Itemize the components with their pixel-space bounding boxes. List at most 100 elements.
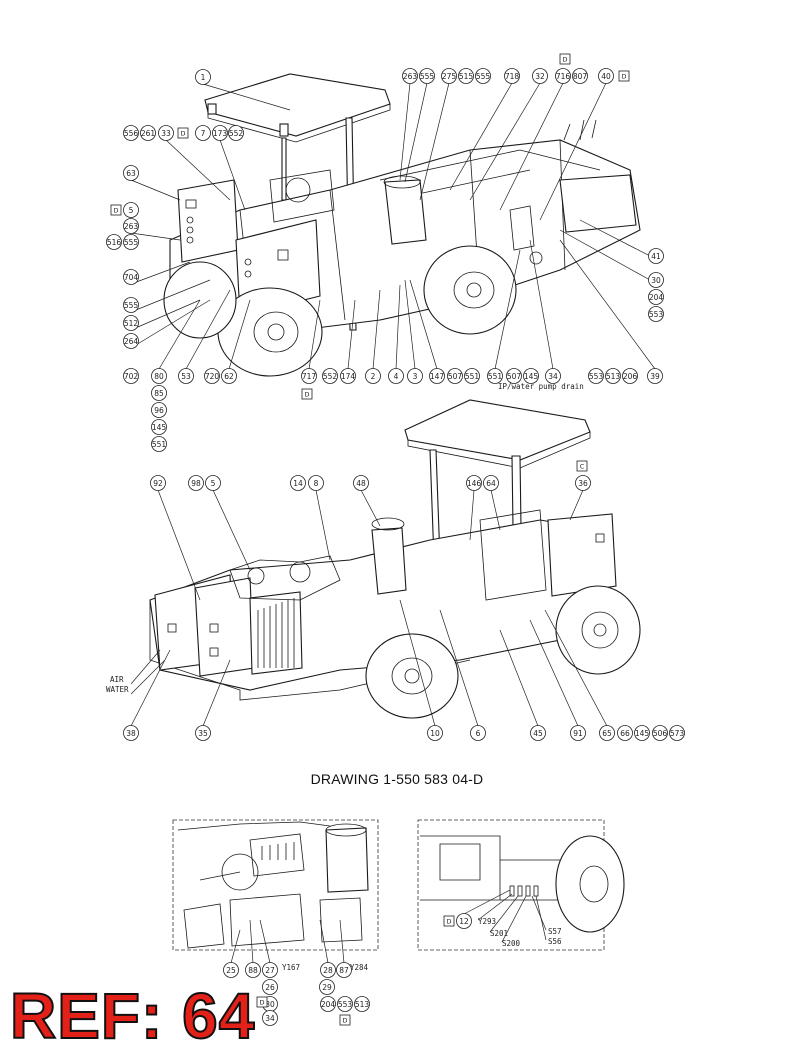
callout-number: 551 xyxy=(488,372,503,381)
callout-number: 512 xyxy=(124,319,139,328)
callout-number: 8 xyxy=(314,479,319,488)
callout-top-view-5: 555 xyxy=(475,68,491,84)
callout-number: 38 xyxy=(126,729,136,738)
drawing-caption: DRAWING 1-550 583 04-D xyxy=(310,771,484,787)
callout-number: 515 xyxy=(459,72,474,81)
leader-line xyxy=(130,279,211,313)
callout-number: 34 xyxy=(548,372,558,381)
callout-middle-view-8: 36 xyxy=(575,475,591,491)
callout-top-view-51: 553 xyxy=(648,306,664,322)
leader-line xyxy=(130,232,181,241)
leader-line xyxy=(319,919,329,964)
callout-number: 98 xyxy=(191,479,201,488)
leader-line xyxy=(469,82,541,201)
callout-number: 555 xyxy=(124,301,139,310)
callout-number: 36 xyxy=(578,479,588,488)
leader-line xyxy=(165,139,231,201)
callout-number: 807 xyxy=(573,72,588,81)
callout-detail-left-8: 513 xyxy=(354,996,370,1012)
callout-number: 206 xyxy=(623,372,638,381)
callout-detail-left-11: 34 xyxy=(262,1010,278,1026)
callout-top-view-34: 2 xyxy=(365,368,381,384)
callout-number: 39 xyxy=(650,372,660,381)
leader-line xyxy=(559,229,651,281)
callout-top-view-24: 512 xyxy=(123,315,139,331)
callout-top-view-23: 555 xyxy=(123,297,139,313)
callout-middle-view-7: 64 xyxy=(483,475,499,491)
leader-line xyxy=(404,279,416,370)
callout-top-view-18: 5 xyxy=(123,202,139,218)
callout-number: 2 xyxy=(371,372,376,381)
reference-label: REF: 64 xyxy=(9,980,256,1052)
callout-detail-left-5: 29 xyxy=(319,979,335,995)
callout-number: 513 xyxy=(355,1000,370,1009)
callout-number: 553 xyxy=(589,372,604,381)
leader-line xyxy=(347,299,356,370)
callout-top-view-53: 96 xyxy=(151,402,167,418)
callout-number: 516 xyxy=(107,238,122,247)
callout-number: 555 xyxy=(420,72,435,81)
callout-top-view-45: 513 xyxy=(605,368,621,384)
callout-top-view-35: 4 xyxy=(388,368,404,384)
leader-line xyxy=(339,919,345,964)
callout-top-view-0: 1 xyxy=(195,69,211,85)
leader-line xyxy=(202,659,231,727)
callout-top-view-27: 80 xyxy=(151,368,167,384)
callout-middle-view-14: 91 xyxy=(570,725,586,741)
leader-line xyxy=(202,83,291,111)
callout-middle-view-15: 65 xyxy=(599,725,615,741)
leader-line xyxy=(157,489,201,601)
callout-top-view-38: 507 xyxy=(447,368,463,384)
callout-number: 26 xyxy=(265,983,275,992)
callout-top-view-12: 261 xyxy=(140,125,156,141)
callout-number: 5 xyxy=(211,479,216,488)
callout-middle-view-17: 145 xyxy=(634,725,650,741)
water-label: WATER xyxy=(106,685,129,694)
leader-line xyxy=(185,289,231,370)
callout-number: 513 xyxy=(606,372,621,381)
leader-line xyxy=(158,299,201,370)
callout-top-view-49: 30 xyxy=(648,272,664,288)
callout-number: 30 xyxy=(651,276,661,285)
leader-line xyxy=(130,649,171,727)
callout-detail-left-6: 204 xyxy=(320,996,336,1012)
leader-line xyxy=(249,919,254,964)
callout-number: 551 xyxy=(152,440,167,449)
top-machine-illustration xyxy=(163,73,641,377)
callout-number: 6 xyxy=(476,729,481,738)
callout-number: 263 xyxy=(124,222,139,231)
callout-top-view-50: 204 xyxy=(648,289,664,305)
callout-number: 7 xyxy=(201,129,206,138)
boxed-marker-letter: D xyxy=(304,391,309,399)
callout-number: 92 xyxy=(153,479,163,488)
leader-line xyxy=(469,489,475,541)
callout-middle-view-5: 48 xyxy=(353,475,369,491)
callout-detail-left-3: 28 xyxy=(320,962,336,978)
callout-top-view-39: 551 xyxy=(464,368,480,384)
boxed-marker-letter: D xyxy=(562,56,567,64)
leader-line xyxy=(477,893,513,921)
leader-line xyxy=(409,279,438,370)
callout-top-view-31: 717 xyxy=(301,368,317,384)
callout-number: 146 xyxy=(467,479,482,488)
boxed-marker-letter: C xyxy=(580,463,585,471)
callout-number: 25 xyxy=(226,966,236,975)
callout-number: 88 xyxy=(248,966,258,975)
callout-top-view-16: 552 xyxy=(228,125,244,141)
callout-top-view-3: 275 xyxy=(441,68,457,84)
leader-line xyxy=(531,895,547,931)
callout-number: 53 xyxy=(181,372,191,381)
callout-top-view-52: 85 xyxy=(151,385,167,401)
callout-number: 3 xyxy=(413,372,418,381)
callout-top-view-9: 807 xyxy=(572,68,588,84)
callout-number: 553 xyxy=(649,310,664,319)
callout-number: 41 xyxy=(651,252,661,261)
leader-line xyxy=(535,895,547,941)
callout-number: 63 xyxy=(126,169,136,178)
callout-number: 87 xyxy=(339,966,349,975)
callout-number: 506 xyxy=(653,729,668,738)
callout-middle-view-1: 98 xyxy=(188,475,204,491)
callout-top-view-4: 515 xyxy=(458,68,474,84)
